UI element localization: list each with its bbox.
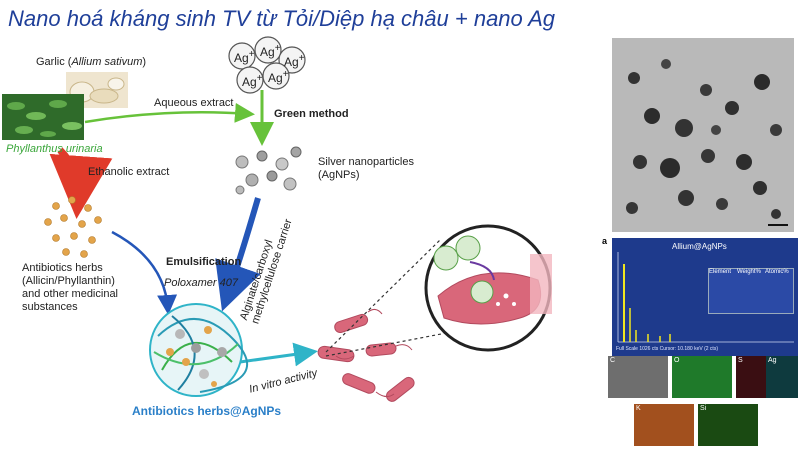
map-o: O (672, 356, 732, 398)
ag-ion-2: Ag+ (260, 43, 281, 59)
tem-particles (626, 59, 788, 226)
carrier-arrow (215, 197, 261, 312)
ethanolic-extract-label: Ethanolic extract (88, 166, 170, 178)
ag-ion-4: Ag+ (242, 73, 263, 89)
edx-th-weight: Weight% (737, 269, 761, 275)
edx-footer: Full Scale 1026 cts Cursor: 10.180 keV (… (616, 346, 718, 352)
map-ag: Ag (766, 356, 798, 398)
edx-th-element: Element (709, 269, 732, 275)
in-vitro-arrow (239, 342, 318, 367)
edx-table: Element Weight% Atomic% (708, 268, 794, 314)
elemental-maps: C O S Ag K Si (608, 356, 798, 450)
bacteria-flagella (335, 308, 413, 398)
zoom-lines (325, 239, 463, 357)
edx-header: Allium@AgNPs (672, 242, 727, 251)
product-label: Antibiotics herbs@AgNPs (132, 404, 282, 418)
magnified-view (424, 224, 552, 352)
edx-th-atomic: Atomic% (765, 269, 789, 275)
map-c: C (608, 356, 668, 398)
ag-ion-cluster (228, 36, 306, 94)
ag-ion-5: Ag+ (268, 69, 289, 85)
herbs-label: Antibiotics herbs(Allicin/Phyllanthin) a… (22, 262, 119, 313)
garlic-label: Garlic (Allium sativum) (36, 56, 147, 68)
poloxamer-label: Poloxamer 407 (164, 277, 238, 289)
map-k: K (634, 404, 694, 446)
edx-plot (617, 252, 794, 343)
bacteria-group (317, 313, 415, 402)
ethanolic-arrow (49, 147, 113, 219)
green-method-label: Green method (274, 108, 349, 120)
herb-particles-icon (44, 196, 102, 258)
tem-micrograph (612, 38, 794, 232)
silver-np-label: Silver nanoparticles(AgNPs) (318, 156, 414, 181)
page-title: Nano hoá kháng sinh TV từ Tỏi/Diệp hạ ch… (8, 6, 555, 31)
edx-panel-letter: a (602, 236, 608, 246)
composite-sphere-icon (149, 303, 249, 397)
aqueous-arrow (84, 102, 255, 124)
map-si: Si (698, 404, 758, 446)
silver-nanoparticles-icon (235, 146, 302, 195)
phyllanthus-image (2, 94, 84, 140)
phyllanthus-label: Phyllanthus urinaria (6, 143, 103, 155)
emulsification-label: Emulsification (166, 256, 242, 268)
aqueous-extract-label: Aqueous extract (154, 97, 234, 109)
ag-ion-3: Ag+ (284, 53, 305, 69)
edx-spectrum: Allium@AgNPs Element Weight% Atomic% Ful… (612, 238, 798, 356)
herbs-to-sphere-arrow (111, 230, 178, 315)
ag-ion-1: Ag+ (234, 49, 255, 65)
